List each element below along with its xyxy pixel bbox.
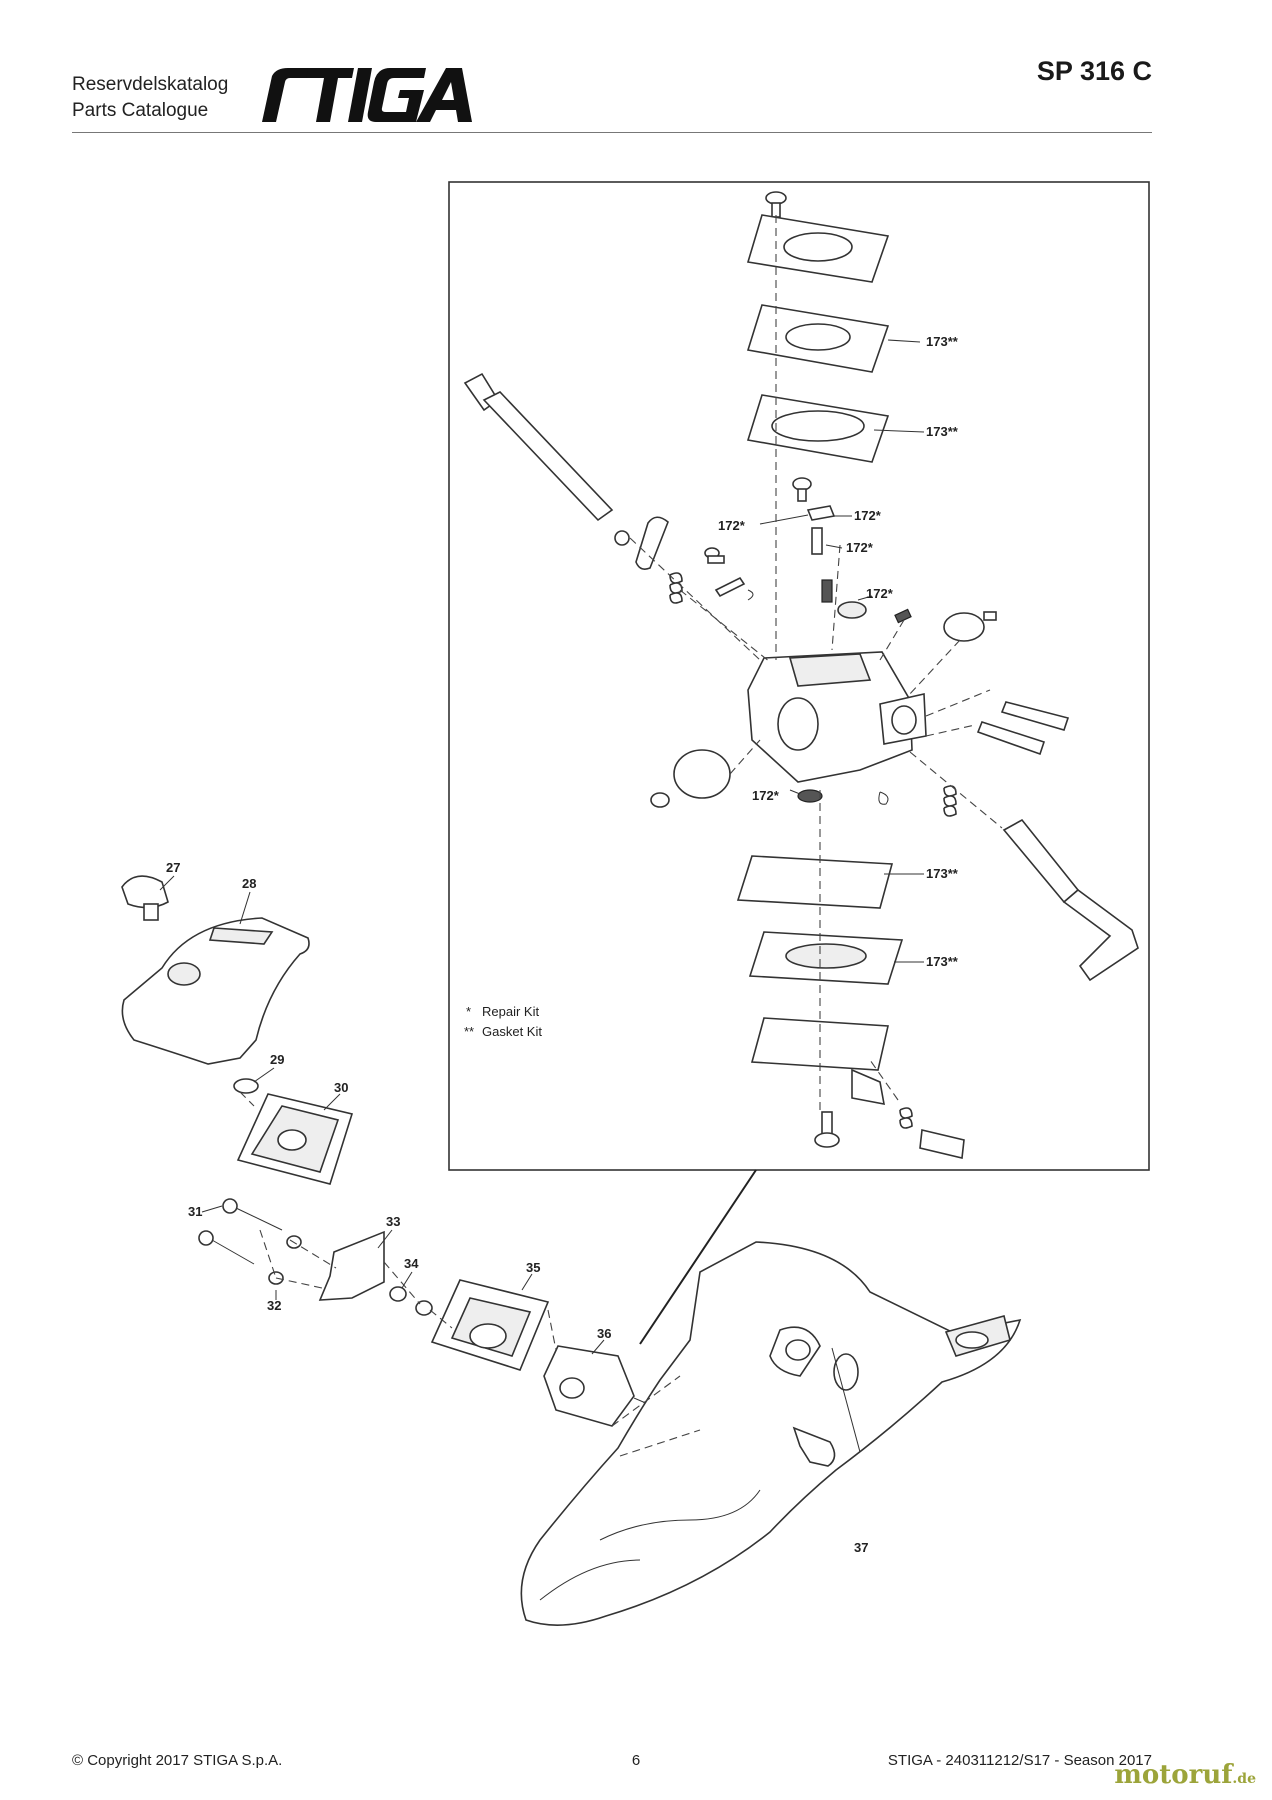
callout-29: 29 xyxy=(270,1052,284,1067)
carb-body xyxy=(747,651,927,783)
carb-check-valve xyxy=(894,608,912,624)
watermark-text: motoruf xyxy=(1114,1760,1233,1790)
carb-welch-plug xyxy=(837,601,867,619)
carb-inlet-needle xyxy=(811,527,823,555)
main-assembly-lines xyxy=(239,1091,701,1457)
carb-gasket-upper xyxy=(746,394,890,463)
carb-idle-screw xyxy=(899,1107,965,1159)
carb-small-screw xyxy=(704,547,725,564)
footer-copyright: © Copyright 2017 STIGA S.p.A. xyxy=(72,1752,283,1769)
callout-31: 31 xyxy=(188,1204,202,1219)
carburetor-assembly xyxy=(543,1345,649,1427)
callout-36: 36 xyxy=(597,1326,611,1341)
carb-throttle-spring xyxy=(943,785,957,817)
carb-link-clip xyxy=(714,576,754,601)
air-filter xyxy=(236,1093,354,1185)
legend-gasket-kit: Gasket Kit xyxy=(482,1024,542,1039)
watermark-logo: motoruf.de xyxy=(1114,1760,1256,1790)
carb-ring-clip xyxy=(878,791,889,805)
carb-throttle-shaft xyxy=(1002,818,1139,982)
filter-washer xyxy=(233,1078,259,1094)
rear-knob xyxy=(792,1426,836,1467)
carb-filter-screen xyxy=(797,789,823,803)
callout-172-plug: 172* xyxy=(866,586,894,601)
stiga-logo xyxy=(262,68,472,122)
callout-30: 30 xyxy=(334,1080,348,1095)
header-divider xyxy=(72,132,1152,133)
carb-diaphragm-lower xyxy=(748,931,904,985)
carb-gasket-lower xyxy=(736,855,894,909)
spacer-sleeves xyxy=(389,1286,433,1316)
legend-gasket-symbol: ** xyxy=(464,1024,474,1039)
carb-throttle-disc xyxy=(673,749,731,799)
callout-35: 35 xyxy=(526,1260,540,1275)
carb-throttle-plate xyxy=(943,611,997,642)
intake-adapter xyxy=(318,1230,385,1301)
header-title-swedish: Reservdelskatalog xyxy=(72,74,229,95)
callout-34: 34 xyxy=(404,1256,419,1271)
carb-choke-lever xyxy=(635,516,669,570)
watermark-suffix: .de xyxy=(1232,1771,1256,1787)
carb-adjust-needle-high xyxy=(1000,701,1070,731)
carb-metering-lever xyxy=(759,505,836,525)
carb-lever-spring xyxy=(821,579,833,603)
carb-top-screw xyxy=(765,191,787,218)
carb-assembly-lines xyxy=(629,215,1003,1110)
carb-return-spring-left xyxy=(669,572,683,604)
footer-catalog-code: STIGA - 240311212/S17 - Season 2017 xyxy=(887,1752,1152,1769)
carb-cover-plate xyxy=(746,214,890,283)
air-filter-cover xyxy=(121,917,310,1065)
carb-choke-shaft xyxy=(463,372,630,546)
carb-bottom-screw xyxy=(814,1111,840,1148)
detail-connector-line xyxy=(639,1169,757,1345)
rear-handle-housing xyxy=(520,1241,1022,1626)
legend-repair-symbol: * xyxy=(466,1004,471,1019)
callout-173-gasket-lower: 173** xyxy=(926,866,959,881)
callout-33: 33 xyxy=(386,1214,400,1229)
callout-28: 28 xyxy=(242,876,256,891)
filter-cover-knob xyxy=(121,875,169,921)
callout-172-lever: 172* xyxy=(854,508,882,523)
carburetor-detail-frame xyxy=(448,181,1150,1171)
carb-diaphragm-upper xyxy=(746,304,890,373)
callout-173-diaphragm-lower: 173** xyxy=(926,954,959,969)
carburetor-adapter-plate xyxy=(430,1279,550,1371)
carb-throttle-screw xyxy=(650,792,670,808)
callout-172-needle: 172* xyxy=(846,540,874,555)
header-title-english: Parts Catalogue xyxy=(72,100,209,121)
long-bolts xyxy=(198,1198,283,1265)
callout-32: 32 xyxy=(267,1298,281,1313)
callout-172-screen: 172* xyxy=(752,788,780,803)
callout-173-diaphragm: 173** xyxy=(926,334,959,349)
model-number: SP 316 C xyxy=(1036,56,1152,86)
callout-37: 37 xyxy=(854,1540,868,1555)
callout-27: 27 xyxy=(166,860,180,875)
carb-adjust-needle-low xyxy=(976,721,1046,756)
legend-repair-kit: Repair Kit xyxy=(482,1004,539,1019)
carb-metering-screw xyxy=(792,477,812,502)
callout-leaders xyxy=(159,339,925,1453)
callout-173-gasket-upper: 173** xyxy=(926,424,959,439)
callout-172-pin: 172* xyxy=(718,518,746,533)
footer-page-number: 6 xyxy=(631,1752,641,1769)
